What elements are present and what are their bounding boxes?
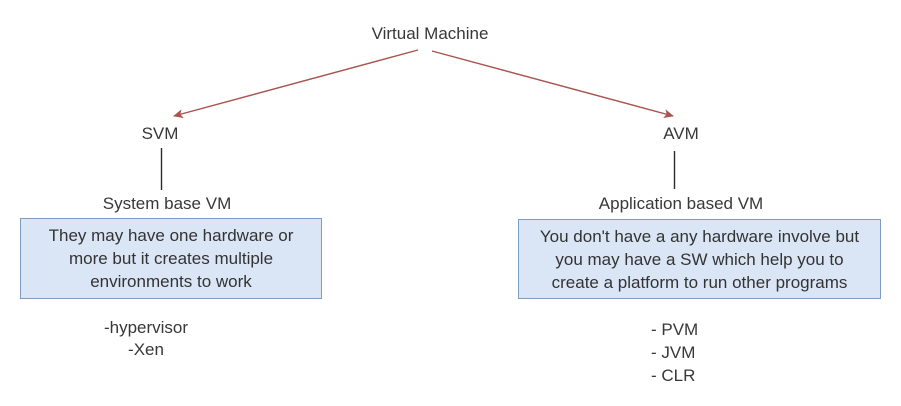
svm-example-item: -hypervisor <box>103 318 189 337</box>
svm-node-label: SVM <box>141 124 179 143</box>
avm-example-item: - CLR <box>651 366 696 385</box>
avm-examples-list: - PVM - JVM - CLR <box>651 318 698 387</box>
avm-description-box: You don't have a any hardware involve bu… <box>518 219 881 299</box>
avm-description-line: you may have a SW which help you to <box>555 250 844 269</box>
avm-sublabel: Application based VM <box>598 194 764 213</box>
svm-description-box: They may have one hardware or more but i… <box>20 218 322 299</box>
svm-example-item: -Xen <box>128 340 164 359</box>
svm-description-line: environments to work <box>90 272 252 291</box>
svm-sublabel: System base VM <box>102 194 232 213</box>
avm-example-item: - PVM <box>651 320 699 339</box>
avm-node-label: AVM <box>663 124 699 143</box>
avm-description-line: You don't have a any hardware involve bu… <box>539 227 860 246</box>
svm-examples-list: -hypervisor -Xen <box>104 317 188 361</box>
root-node-label: Virtual Machine <box>371 24 489 43</box>
arrow-root-to-avm <box>431 50 674 119</box>
svm-description-line: more but it creates multiple <box>68 249 274 268</box>
avm-description-line: create a platform to run other programs <box>551 273 848 292</box>
svm-description-line: They may have one hardware or <box>48 226 294 245</box>
arrow-root-to-svm <box>173 49 419 118</box>
avm-example-item: - JVM <box>651 343 696 362</box>
